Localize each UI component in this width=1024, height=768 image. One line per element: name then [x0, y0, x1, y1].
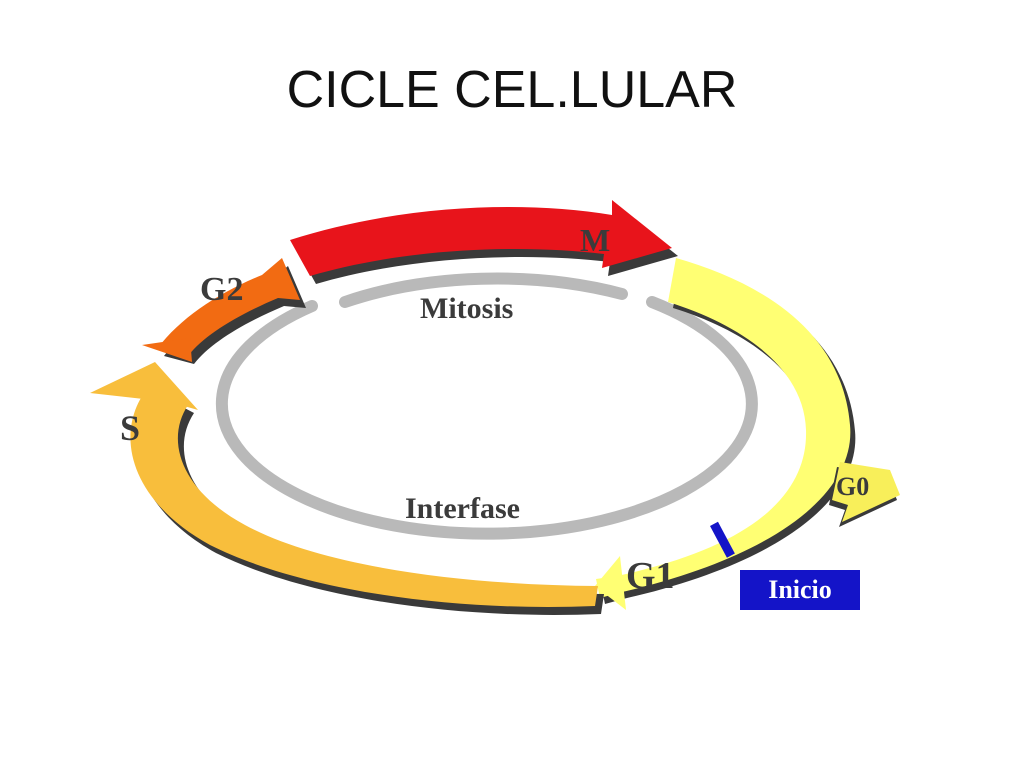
- inner-ring-interfase: [215, 296, 758, 540]
- mitosis-label: Mitosis: [420, 292, 513, 325]
- inner-ring-mitosis: [339, 272, 628, 308]
- phase-label-g2: G2: [200, 271, 243, 308]
- page-title: CICLE CEL.LULAR: [286, 61, 738, 119]
- phase-s-arc: [90, 362, 604, 615]
- phase-g2-arc: [142, 258, 306, 364]
- phase-label-g0: G0: [836, 472, 869, 501]
- checkpoint-bar: [710, 521, 735, 558]
- phase-label-m: M: [580, 222, 610, 258]
- inicio-badge: Inicio: [740, 570, 860, 610]
- phase-g0-arrow: [829, 462, 900, 527]
- inicio-label: Inicio: [768, 575, 832, 604]
- interfase-label: Interfase: [405, 492, 520, 525]
- phase-m-arc: [290, 200, 678, 284]
- phase-label-s: S: [120, 408, 140, 448]
- phase-label-g1: G1: [626, 555, 675, 597]
- phase-g1-arc: [595, 258, 856, 610]
